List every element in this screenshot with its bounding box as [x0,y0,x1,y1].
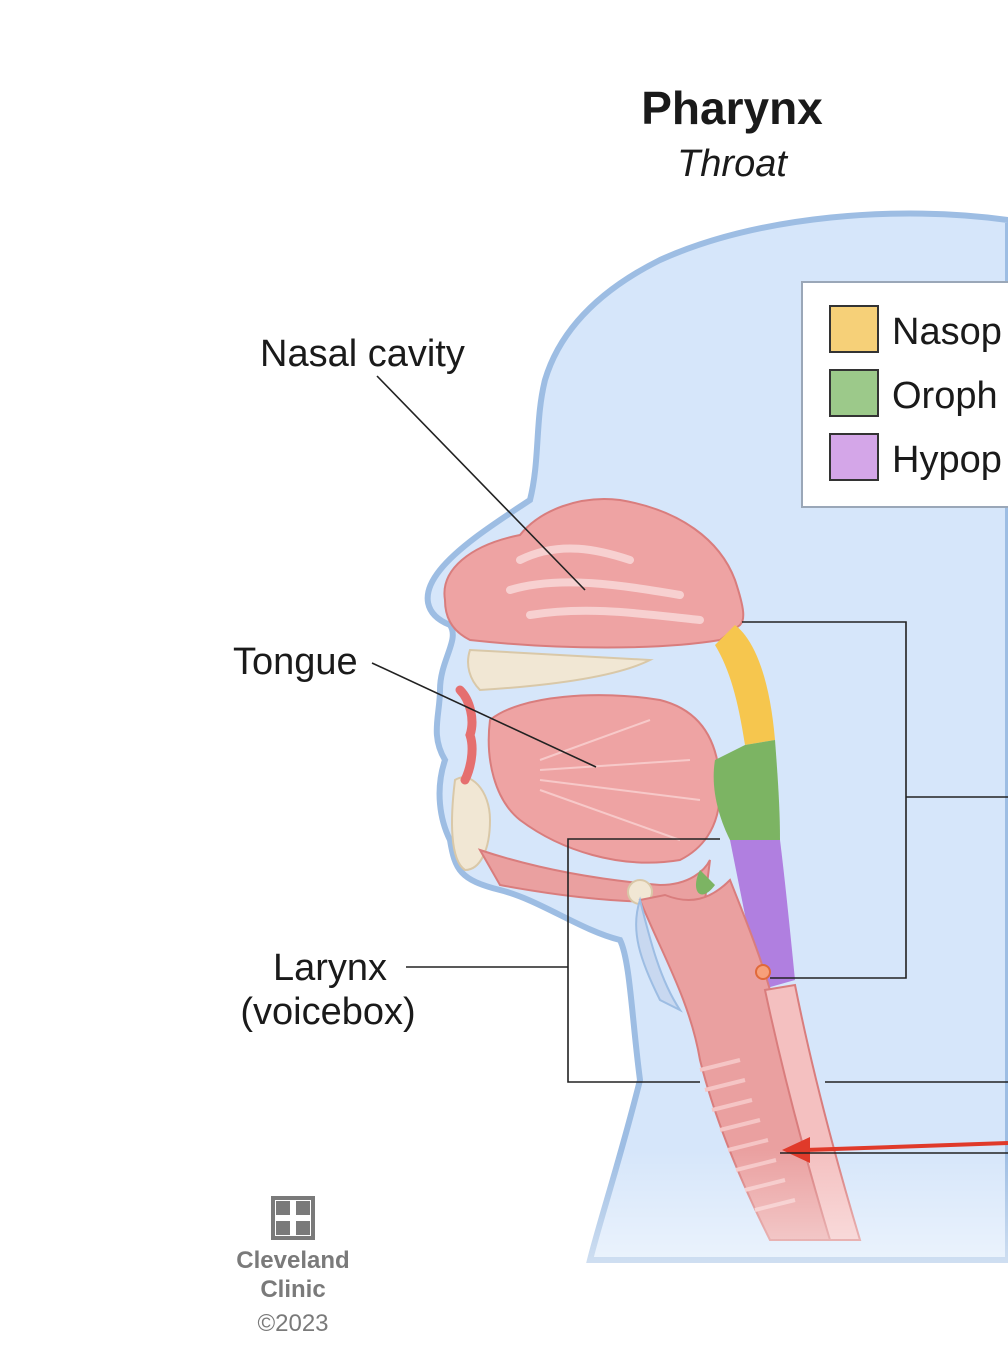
page-subtitle: Throat [677,143,788,185]
cleveland-clinic-mark-icon [271,1196,315,1240]
nasal-conchae [506,544,704,624]
logo-copyright: ©2023 [257,1310,328,1337]
legend: Nasop Oroph Hypop [801,281,1008,508]
legend-label-oropharynx: Oroph [892,375,998,417]
arrow-shaft [804,1141,1008,1152]
oropharynx-region [713,740,780,840]
nasal-cavity-shape [443,498,745,649]
label-larynx-voicebox: (voicebox) [240,991,415,1033]
legend-label-nasopharynx: Nasop [892,311,1002,353]
hypopharynx-region [730,840,795,990]
leader-tongue [371,662,597,768]
leader-nasal-cavity [376,375,586,591]
label-tongue: Tongue [233,641,358,683]
hard-palate [467,648,654,692]
epiglottis [695,870,715,895]
thyroid-cartilage [635,896,683,1013]
legend-swatch-oropharynx [829,369,879,417]
bottom-fade [0,1150,1008,1372]
logo-line2: Clinic [260,1276,325,1303]
page-title: Pharynx [641,82,823,134]
pharynx-bracket [742,621,1008,979]
label-larynx: Larynx [273,947,387,989]
trachea-arrow [780,1137,1008,1163]
legend-swatch-hypopharynx [829,433,879,481]
tongue-fibers [539,719,701,841]
cleveland-clinic-logo: Cleveland Clinic ©2023 [236,1196,350,1337]
jaw-bone [451,776,492,872]
legend-swatch-nasopharynx [829,305,879,353]
lips [455,685,477,785]
nasopharynx-region [715,625,775,745]
larynx-bracket [567,838,720,1083]
arrow-head-icon [782,1137,810,1163]
logo-line1: Cleveland [236,1247,349,1274]
legend-label-hypopharynx: Hypop [892,439,1002,481]
tongue-shape [487,694,722,864]
esophagus-opening [755,964,771,980]
label-nasal-cavity: Nasal cavity [260,333,465,375]
